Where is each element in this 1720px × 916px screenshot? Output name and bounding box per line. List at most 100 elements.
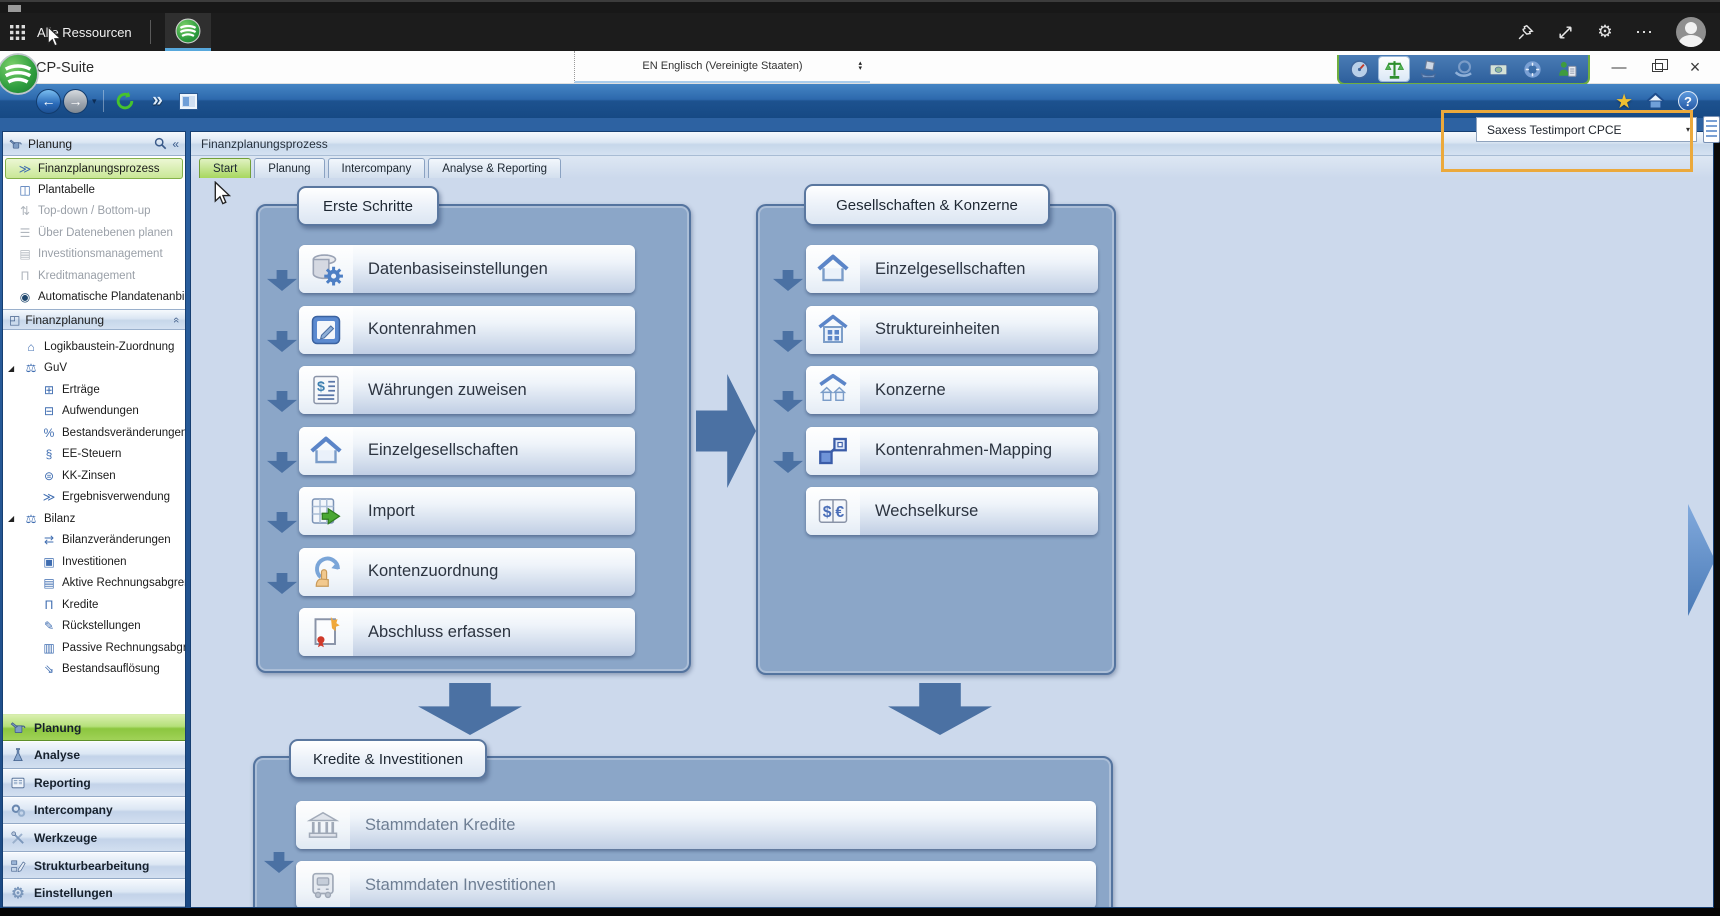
app-launcher-grid-icon[interactable] xyxy=(10,24,25,40)
flow-button-stammdaten-investitionen[interactable]: Stammdaten Investitionen xyxy=(296,861,1096,907)
tree-item-kk-zinsen[interactable]: ⊜KK-Zinsen xyxy=(3,465,185,487)
all-resources-label[interactable]: Alle Ressourcen xyxy=(37,24,132,40)
flow-button-konzerne[interactable]: Konzerne xyxy=(806,366,1098,414)
arrow-down-right-icon: ⇘ xyxy=(43,662,55,677)
minimize-button[interactable]: — xyxy=(1611,58,1627,76)
back-button[interactable]: ← xyxy=(36,88,61,114)
collapse-section-icon[interactable]: « xyxy=(169,316,182,323)
tree-item-bilanz[interactable]: ◢⚖Bilanz xyxy=(8,511,76,526)
nav-strukturbearbeitung[interactable]: Strukturbearbeitung xyxy=(3,851,185,880)
bank-icon: Π xyxy=(20,268,30,283)
exchange-rate-icon: $€ xyxy=(806,487,860,535)
flow-button-wechselkurse[interactable]: $€ Wechselkurse xyxy=(806,487,1098,535)
banknote-icon[interactable] xyxy=(1483,57,1513,81)
hand-cube-icon[interactable] xyxy=(1414,57,1444,81)
flow-button-datenbasiseinstellungen[interactable]: Datenbasiseinstellungen xyxy=(299,245,635,293)
search-icon[interactable] xyxy=(154,137,167,150)
ring-icon[interactable] xyxy=(1518,57,1548,81)
tree-item-aufwendungen[interactable]: ⊟Aufwendungen xyxy=(3,401,185,423)
restore-button[interactable] xyxy=(1642,56,1672,78)
language-selector-value: EN Englisch (Vereinigte Staaten) xyxy=(642,60,803,72)
flow-button-kontenrahmen[interactable]: Kontenrahmen xyxy=(299,305,635,354)
flow-button-struktureinheiten[interactable]: Struktureinheiten xyxy=(806,305,1098,354)
scales-icon[interactable] xyxy=(1379,57,1410,81)
nav-intercompany[interactable]: Intercompany xyxy=(3,796,185,825)
sidebar-tree: ≫Finanzplanungsprozess ◫Plantabelle ⇅Top… xyxy=(3,156,185,714)
nav-planung[interactable]: Planung xyxy=(3,713,185,742)
plus-box-icon: ⊞ xyxy=(43,382,55,397)
sidebar-item-datenebenen[interactable]: ☰Über Datenebenen planen xyxy=(3,222,185,244)
sidebar-item-finanzplanungsprozess[interactable]: ≫Finanzplanungsprozess xyxy=(5,158,183,179)
tree-item-bestandsaufloesung[interactable]: ⇘Bestandsauflösung xyxy=(3,659,185,681)
sidebar-item-automatische-plandaten[interactable]: ◉Automatische Plandatenanbi... xyxy=(3,287,185,309)
nav-werkzeuge[interactable]: Werkzeuge xyxy=(3,824,185,852)
refresh-icon[interactable] xyxy=(112,88,138,114)
collapse-panel-icon[interactable]: « xyxy=(172,136,179,151)
sidebar-item-topdown-bottomup[interactable]: ⇅Top-down / Bottom-up xyxy=(3,201,185,223)
more-options-icon[interactable]: ⋯ xyxy=(1635,21,1655,42)
flow-button-einzelgesellschaften[interactable]: Einzelgesellschaften xyxy=(299,426,635,475)
window-controls: — × xyxy=(1598,53,1716,81)
dataset-selector[interactable]: Saxess Testimport CPCE ▾ xyxy=(1476,117,1697,142)
tab-intercompany[interactable]: Intercompany xyxy=(327,158,426,178)
tree-item-passive-rechnungsabgrenzung[interactable]: ▥Passive Rechnungsabgre... xyxy=(3,637,185,659)
home-icon[interactable] xyxy=(1645,91,1666,111)
history-dropdown-icon[interactable]: ▾ xyxy=(92,95,97,106)
flow-button-einzelgesellschaften-2[interactable]: Einzelgesellschaften xyxy=(806,245,1098,293)
user-avatar[interactable] xyxy=(1676,17,1706,47)
expander-icon[interactable]: ◢ xyxy=(8,363,15,373)
help-icon[interactable]: ? xyxy=(1678,91,1698,111)
sidebar-item-plantabelle[interactable]: ◫Plantabelle xyxy=(3,179,185,201)
nav-reporting[interactable]: Reporting xyxy=(3,769,185,797)
minus-box-icon: ⊟ xyxy=(43,404,55,419)
gauge-icon[interactable] xyxy=(1344,57,1374,81)
tree-item-aktive-rechnungsabgrenzung[interactable]: ▤Aktive Rechnungsabgren... xyxy=(3,573,185,595)
flow-button-import[interactable]: Import xyxy=(299,487,635,535)
flow-button-kontenrahmen-mapping[interactable]: Kontenrahmen-Mapping xyxy=(806,426,1098,475)
nav-einstellungen[interactable]: ⚙Einstellungen xyxy=(3,879,185,907)
quick-launch-bar xyxy=(1337,55,1590,85)
sidebar-item-investitionsmanagement[interactable]: ▤Investitionsmanagement xyxy=(3,244,185,266)
tab-start[interactable]: Start xyxy=(199,158,252,178)
scroll-next-arrow[interactable] xyxy=(1688,504,1713,616)
tree-item-ergebnisverwendung[interactable]: ≫Ergebnisverwendung xyxy=(42,490,171,505)
process-icon: ≫ xyxy=(18,161,32,176)
side-panel-icon[interactable] xyxy=(1703,116,1720,143)
tab-analyse-reporting[interactable]: Analyse & Reporting xyxy=(428,158,562,178)
language-selector[interactable]: EN Englisch (Vereinigte Staaten) ▴▾ xyxy=(574,51,870,83)
flow-button-abschluss-erfassen[interactable]: Abschluss erfassen xyxy=(299,608,635,656)
favorites-star-icon[interactable]: ★ xyxy=(1615,90,1633,113)
tree-item-rueckstellungen[interactable]: ✎Rückstellungen xyxy=(3,616,185,638)
tab-planung[interactable]: Planung xyxy=(254,158,325,178)
close-button[interactable]: × xyxy=(1689,56,1701,77)
expander-icon[interactable]: ◢ xyxy=(8,514,15,524)
skip-forward-icon[interactable]: » xyxy=(152,90,163,111)
tree-item-ee-steuern[interactable]: §EE-Steuern xyxy=(3,444,185,466)
flow-button-kontenzuordnung[interactable]: Kontenzuordnung xyxy=(299,547,635,596)
tree-item-ertraege[interactable]: ⊞Erträge xyxy=(3,379,185,401)
tree-item-bilanzveraenderungen[interactable]: ⇄Bilanzveränderungen xyxy=(3,530,185,552)
tree-item-investitionen[interactable]: ▣Investitionen xyxy=(3,551,185,573)
hand-sphere-icon[interactable] xyxy=(1448,57,1478,81)
nav-analyse[interactable]: Analyse xyxy=(3,741,185,770)
users-icon[interactable] xyxy=(1553,57,1583,81)
tree-item-guv[interactable]: ◢⚖GuV xyxy=(8,361,68,376)
navigation-toolbar: ← → ▾ » ★ ? xyxy=(0,84,1720,118)
tree-item-bestandsveraenderungen[interactable]: %Bestandsveränderungen xyxy=(3,422,185,444)
flow-button-waehrungen-zuweisen[interactable]: $ Währungen zuweisen xyxy=(299,366,635,414)
forward-button[interactable]: → xyxy=(63,88,88,114)
annotation-highlight xyxy=(1441,110,1693,172)
gear-icon[interactable]: ⚙ xyxy=(1597,22,1613,41)
expand-icon[interactable] xyxy=(1556,23,1574,41)
pin-icon[interactable] xyxy=(1516,23,1534,41)
tab-bar: Start Planung Intercompany Analyse & Rep… xyxy=(191,156,1713,178)
sidebar-section-finanzplanung[interactable]: ◰ Finanzplanung « xyxy=(3,309,185,330)
tree-item-logikbaustein-zuordnung[interactable]: ⌂Logikbaustein-Zuordnung xyxy=(3,336,185,358)
auto-data-icon: ◉ xyxy=(19,290,31,305)
cp-suite-app-tab[interactable] xyxy=(164,13,211,51)
window-layout-icon[interactable] xyxy=(176,88,202,114)
flow-button-stammdaten-kredite[interactable]: Stammdaten Kredite xyxy=(296,801,1096,849)
language-spinner[interactable]: ▴▾ xyxy=(858,60,862,72)
